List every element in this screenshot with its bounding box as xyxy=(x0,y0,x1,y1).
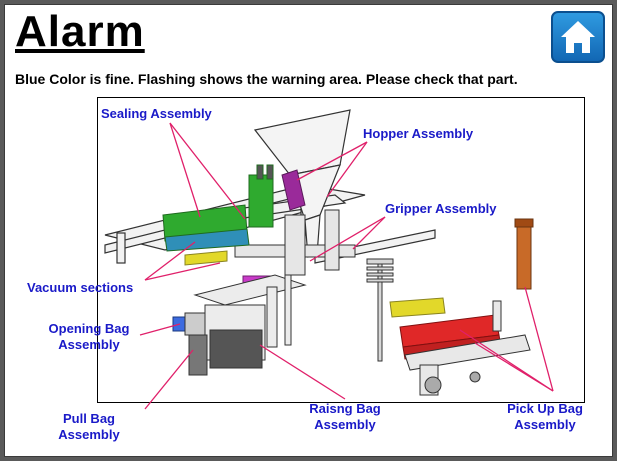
pull-bag-label-line1: Pull Bag xyxy=(62,411,115,426)
sealing-assembly-label[interactable]: Sealing Assembly xyxy=(101,106,212,121)
opening-bag-assembly-label[interactable]: Opening Bag Assembly xyxy=(37,321,141,353)
page-title: Alarm xyxy=(15,7,145,56)
machine-illustration xyxy=(104,109,554,410)
hopper-assembly-label[interactable]: Hopper Assembly xyxy=(363,126,474,141)
pick-up-bag-label-line1: Pick Up Bag xyxy=(507,401,583,416)
pick-up-bag-assembly-label[interactable]: Pick Up Bag Assembly xyxy=(495,401,595,433)
opening-bag-label-line2: Assembly xyxy=(58,337,120,352)
pick-up-bag-label-line2: Assembly xyxy=(514,417,576,432)
home-icon xyxy=(561,21,595,53)
gripper-assembly-label[interactable]: Gripper Assembly xyxy=(385,201,497,216)
instruction-text: Blue Color is fine. Flashing shows the w… xyxy=(15,71,518,87)
raising-bag-assembly-label[interactable]: Raisng Bag Assembly xyxy=(297,401,393,433)
alarm-screen: Alarm Blue Color is fine. Flashing shows… xyxy=(4,4,613,457)
vacuum-sections-label[interactable]: Vacuum sections xyxy=(27,280,134,295)
pull-bag-assembly-label[interactable]: Pull Bag Assembly xyxy=(45,411,133,443)
opening-bag-label-line1: Opening Bag xyxy=(48,321,130,336)
pull-bag-label-line2: Assembly xyxy=(58,427,120,442)
raising-bag-label-line1: Raisng Bag xyxy=(309,401,381,416)
home-button[interactable] xyxy=(551,11,605,63)
raising-bag-label-line2: Assembly xyxy=(314,417,376,432)
